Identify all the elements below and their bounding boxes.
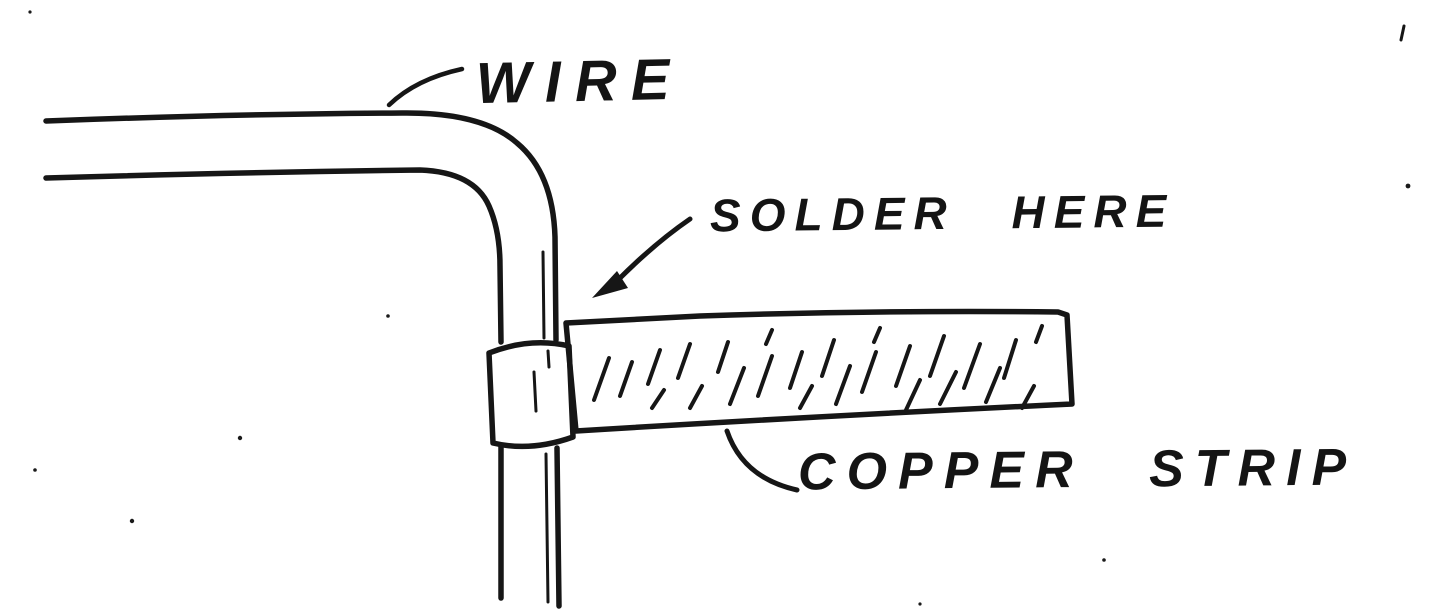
copper-strip-hatching [592, 324, 1044, 412]
label-solder-here: SOLDER HERE [709, 184, 1176, 242]
wire-leader-line [386, 66, 465, 108]
copper-strip-shape [563, 308, 1075, 434]
solder-joint-shape [486, 340, 576, 450]
solder-arrow [592, 216, 693, 298]
copper-strip-leader-line [724, 428, 800, 493]
label-copper-strip: COPPER STRIP [797, 438, 1358, 502]
wire-shape [43, 110, 562, 609]
label-wire: WIRE [475, 46, 685, 117]
paper-specks [28, 10, 1411, 606]
